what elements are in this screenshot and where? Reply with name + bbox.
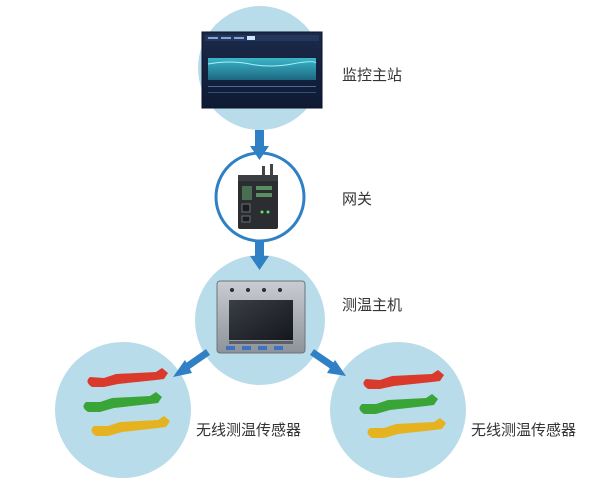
sensor-right-image xyxy=(359,370,446,438)
monitoring-screen-image xyxy=(201,31,323,109)
arrow-station-to-gateway xyxy=(250,130,269,160)
monitoring-station-label: 监控主站 xyxy=(342,66,403,84)
sensor-right-circle xyxy=(330,342,466,478)
gateway-device-image xyxy=(238,164,278,229)
sensor-left-label: 无线测温传感器 xyxy=(196,421,302,439)
arrow-host-to-left-sensor xyxy=(173,349,210,377)
arrow-gateway-to-host xyxy=(250,241,269,270)
sensor-left-image xyxy=(83,368,170,436)
temperature-host-image xyxy=(216,280,306,354)
arrow-host-to-right-sensor xyxy=(310,349,346,376)
gateway-label: 网关 xyxy=(342,190,373,208)
sensor-left-circle xyxy=(55,342,191,478)
temperature-host-label: 测温主机 xyxy=(342,296,403,314)
sensor-right-label: 无线测温传感器 xyxy=(471,421,577,439)
